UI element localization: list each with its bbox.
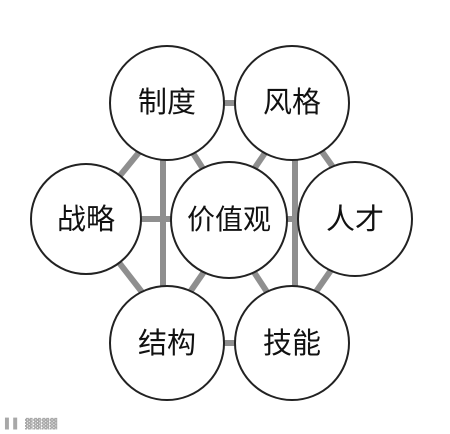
node-fengge: 风格 xyxy=(234,45,350,161)
node-zhidu-label: 制度 xyxy=(138,85,196,119)
node-zhanlue-label: 战略 xyxy=(57,202,115,236)
node-jiegou-circle xyxy=(109,285,225,401)
node-rencai: 人才 xyxy=(297,161,413,277)
node-jineng-label: 技能 xyxy=(263,326,321,360)
node-fengge-circle xyxy=(234,45,350,161)
node-jiazhiguan-label: 价值观 xyxy=(187,203,271,236)
node-zhidu: 制度 xyxy=(109,45,225,161)
node-zhanlue-circle xyxy=(30,163,142,275)
node-zhidu-circle xyxy=(109,45,225,161)
watermark-logo: ▌▌ ▓▓▓▓ xyxy=(5,419,58,430)
node-jineng-circle xyxy=(234,285,350,401)
node-jiazhiguan: 价值观 xyxy=(170,161,288,279)
node-rencai-circle xyxy=(297,161,413,277)
node-jiegou-label: 结构 xyxy=(138,326,196,360)
node-fengge-label: 风格 xyxy=(263,85,321,119)
node-jineng: 技能 xyxy=(234,285,350,401)
node-jiazhiguan-circle xyxy=(170,161,288,279)
edge-zhanlue-jiegou xyxy=(114,258,148,298)
node-jiegou: 结构 xyxy=(109,285,225,401)
node-zhanlue: 战略 xyxy=(30,163,142,275)
diagram-nodes: 制度 风格 战略 价值观 人才 结构 技能 xyxy=(30,45,413,401)
node-rencai-label: 人才 xyxy=(326,202,384,236)
